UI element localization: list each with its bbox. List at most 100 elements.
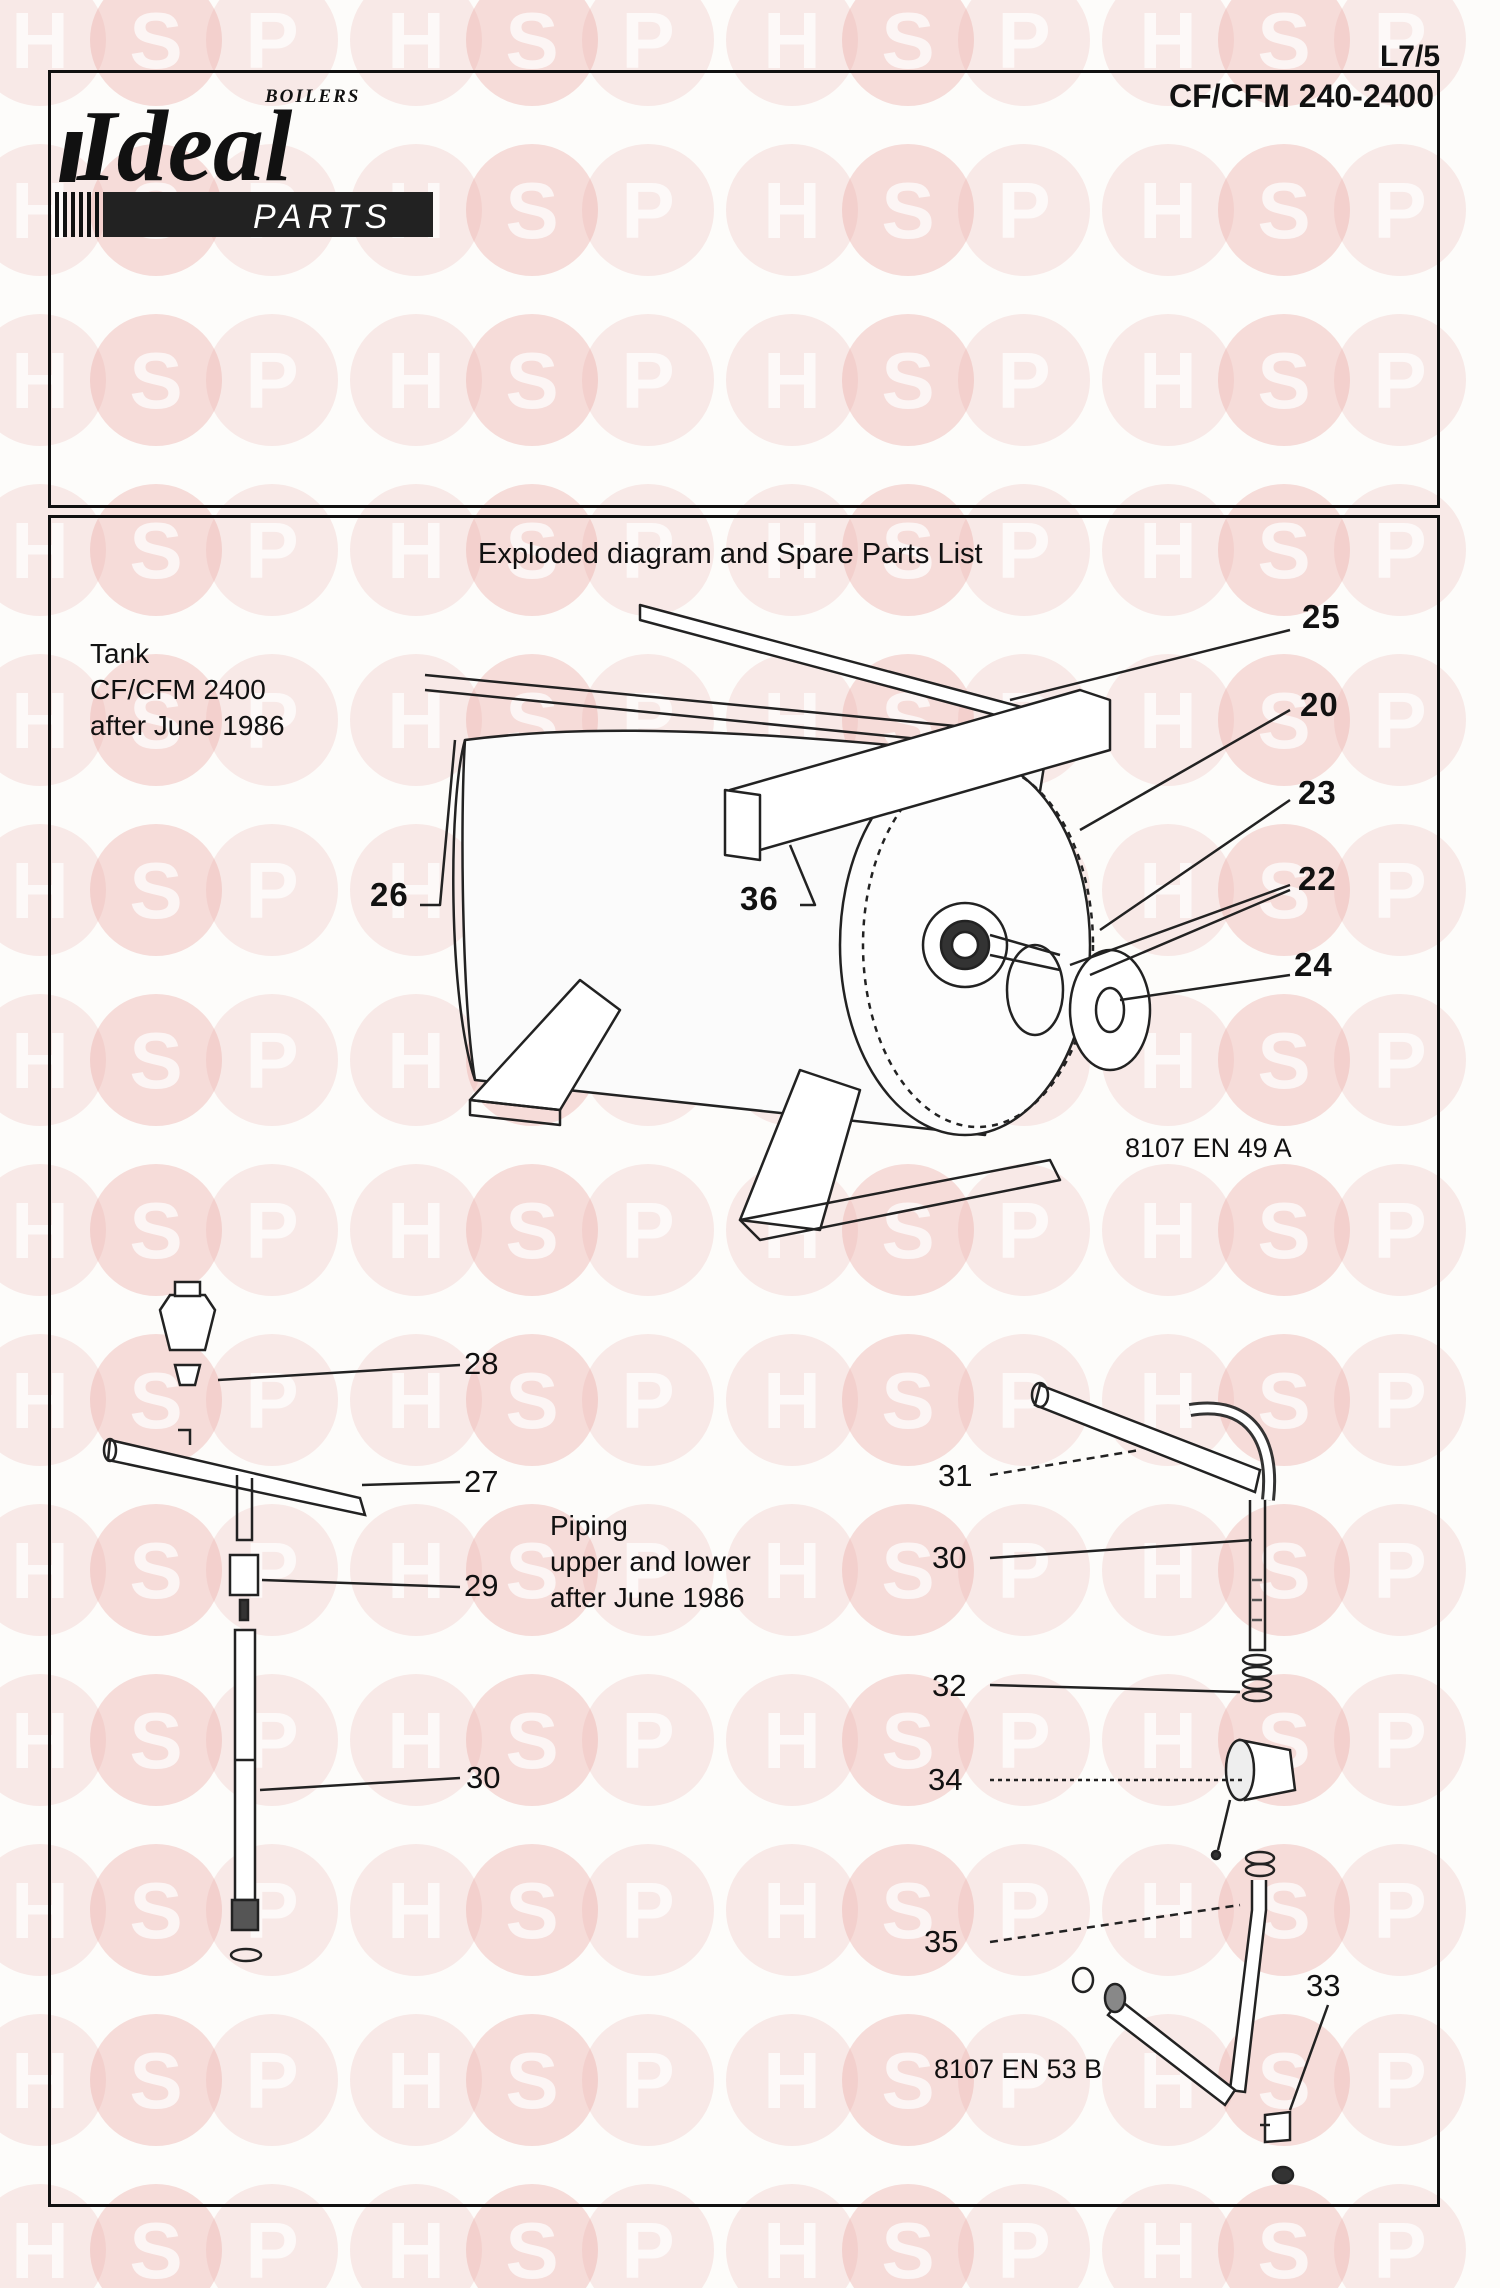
callout-29: 29 bbox=[464, 1568, 499, 1603]
watermark-letter: P bbox=[245, 1186, 298, 1275]
watermark-letter: H bbox=[11, 1526, 69, 1615]
watermark-letter: P bbox=[1373, 1016, 1426, 1105]
svg-text:BOILERS: BOILERS bbox=[264, 86, 360, 107]
watermark-circle bbox=[842, 1504, 974, 1636]
svg-text:Ideal: Ideal bbox=[76, 90, 293, 203]
watermark-letter: S bbox=[881, 1186, 934, 1275]
watermark-circle bbox=[0, 1504, 106, 1636]
callout-24: 24 bbox=[1294, 946, 1333, 983]
watermark-letter: P bbox=[997, 1186, 1050, 1275]
watermark-letter: H bbox=[1139, 846, 1197, 935]
watermark-letter: S bbox=[881, 1866, 934, 1955]
watermark-circle bbox=[1218, 2184, 1350, 2288]
watermark-circle bbox=[958, 1164, 1090, 1296]
header-frame bbox=[48, 70, 1440, 508]
watermark-letter: P bbox=[245, 506, 298, 595]
watermark-circle bbox=[582, 2014, 714, 2146]
watermark-circle bbox=[726, 0, 858, 106]
watermark-circle bbox=[1334, 314, 1466, 446]
watermark-letter: S bbox=[505, 1526, 558, 1615]
watermark-letter: S bbox=[505, 506, 558, 595]
watermark-circle bbox=[206, 2014, 338, 2146]
watermark-letter: H bbox=[11, 846, 69, 935]
watermark-circle bbox=[1102, 1844, 1234, 1976]
watermark-circle bbox=[1218, 994, 1350, 1126]
watermark-letter: H bbox=[11, 336, 69, 425]
watermark-circle bbox=[350, 1504, 482, 1636]
watermark-circle bbox=[350, 824, 482, 956]
watermark-letter: P bbox=[245, 336, 298, 425]
main-frame bbox=[48, 515, 1440, 2207]
watermark-circle bbox=[206, 1334, 338, 1466]
watermark-letter: H bbox=[1139, 2206, 1197, 2288]
watermark-circle bbox=[582, 1164, 714, 1296]
watermark-letter: H bbox=[1139, 1186, 1197, 1275]
watermark-letter: S bbox=[129, 2036, 182, 2125]
watermark-circle bbox=[0, 144, 106, 276]
piping-caption-line: after June 1986 bbox=[550, 1582, 745, 1613]
watermark-circle bbox=[206, 0, 338, 106]
watermark-circle bbox=[90, 654, 222, 786]
watermark-letter: S bbox=[881, 336, 934, 425]
watermark-letter: P bbox=[997, 506, 1050, 595]
watermark-letter: P bbox=[245, 846, 298, 935]
watermark-letter: H bbox=[11, 1186, 69, 1275]
watermark-circle bbox=[0, 1674, 106, 1806]
svg-text:PARTS: PARTS bbox=[253, 198, 393, 236]
watermark-circle bbox=[842, 1164, 974, 1296]
watermark-letter: P bbox=[1373, 1526, 1426, 1615]
watermark-circle bbox=[350, 314, 482, 446]
watermark-circle bbox=[466, 2184, 598, 2288]
watermark-circle bbox=[1102, 1674, 1234, 1806]
watermark-letter: H bbox=[763, 166, 821, 255]
watermark-letter: S bbox=[505, 1696, 558, 1785]
watermark-circle bbox=[0, 2014, 106, 2146]
watermark-letter: H bbox=[1139, 1866, 1197, 1955]
watermark-circle bbox=[958, 2014, 1090, 2146]
watermark-circle bbox=[842, 1674, 974, 1806]
watermark-letter: S bbox=[881, 1526, 934, 1615]
watermark-letter: P bbox=[621, 166, 674, 255]
watermark-letter: S bbox=[129, 506, 182, 595]
watermark-letter: H bbox=[11, 1866, 69, 1955]
callout-25: 25 bbox=[1302, 598, 1341, 635]
watermark-circle bbox=[0, 1164, 106, 1296]
watermark-circle bbox=[350, 1164, 482, 1296]
watermark-letter: H bbox=[11, 1016, 69, 1105]
piping-right-drawing bbox=[989, 1381, 1330, 2185]
watermark-letter: S bbox=[881, 166, 934, 255]
watermark-letter: S bbox=[129, 676, 182, 765]
watermark-letter: S bbox=[129, 2206, 182, 2288]
watermark-letter: H bbox=[11, 676, 69, 765]
tank-drawing bbox=[420, 603, 1291, 1242]
watermark-circle bbox=[350, 2184, 482, 2288]
watermark-circle bbox=[206, 994, 338, 1126]
watermark-circle bbox=[1218, 824, 1350, 956]
piping-caption: Piping upper and lower after June 1986 bbox=[550, 1508, 751, 1616]
watermark-circle bbox=[1334, 654, 1466, 786]
watermark-circle bbox=[1334, 2184, 1466, 2288]
watermark-letter: H bbox=[1139, 1526, 1197, 1615]
watermark-circle bbox=[842, 0, 974, 106]
watermark-circle bbox=[726, 1504, 858, 1636]
watermark-letter: H bbox=[387, 1016, 445, 1105]
watermark-letter: H bbox=[763, 2206, 821, 2288]
watermark-letter: S bbox=[1257, 1186, 1310, 1275]
watermark-circle bbox=[90, 824, 222, 956]
watermark-circle bbox=[466, 1334, 598, 1466]
watermark-circle bbox=[958, 1334, 1090, 1466]
watermark-circle bbox=[582, 1844, 714, 1976]
watermark-circle bbox=[842, 314, 974, 446]
watermark-letter: H bbox=[1139, 506, 1197, 595]
watermark-letter: H bbox=[763, 1866, 821, 1955]
watermark-circle bbox=[1102, 314, 1234, 446]
watermark-circle bbox=[90, 2184, 222, 2288]
callout-34: 34 bbox=[928, 1762, 963, 1797]
watermark-circle bbox=[0, 1844, 106, 1976]
watermark-circle bbox=[1334, 1844, 1466, 1976]
watermark-letter: H bbox=[387, 846, 445, 935]
watermark-letter: P bbox=[1373, 1696, 1426, 1785]
watermark-letter: H bbox=[1139, 1696, 1197, 1785]
watermark-circle bbox=[1102, 2184, 1234, 2288]
watermark-letter: P bbox=[1373, 676, 1426, 765]
